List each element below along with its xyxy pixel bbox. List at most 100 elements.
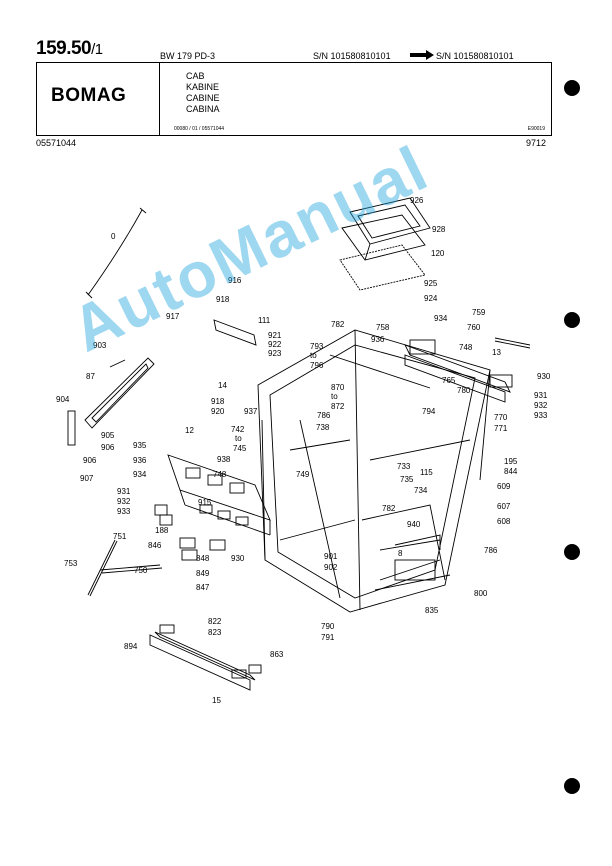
callout-label: 863 bbox=[270, 650, 284, 659]
callout-label: 902 bbox=[324, 563, 338, 572]
callout-label: 111 bbox=[258, 316, 271, 325]
title-es: CABINA bbox=[186, 104, 220, 114]
callout-label: 930 bbox=[537, 372, 551, 381]
callout-label: 930 bbox=[231, 554, 245, 563]
callout-label: 780 bbox=[457, 386, 471, 395]
callout-label: 748 bbox=[459, 343, 473, 352]
callout-label: 906 bbox=[83, 456, 97, 465]
callout-label: 120 bbox=[431, 249, 445, 258]
callout-label: 915 bbox=[198, 498, 212, 507]
callout-label: 793 bbox=[310, 342, 324, 351]
callout-label: 917 bbox=[166, 312, 180, 321]
callout-label: 607 bbox=[497, 502, 511, 511]
title-de: KABINE bbox=[186, 82, 220, 92]
callout-label: 931 bbox=[117, 487, 131, 496]
callout-label: 907 bbox=[80, 474, 94, 483]
callout-label: 790 bbox=[321, 622, 335, 631]
binder-hole bbox=[564, 312, 580, 328]
callout-label: 608 bbox=[497, 517, 511, 526]
callout-label: 742 bbox=[231, 425, 245, 434]
callout-label: 934 bbox=[133, 470, 147, 479]
callout-label: 937 bbox=[244, 407, 258, 416]
brand-logo: BOMAG bbox=[51, 85, 127, 106]
callout-label: 770 bbox=[494, 413, 508, 422]
callout-label: 609 bbox=[497, 482, 511, 491]
callout-label: 794 bbox=[422, 407, 436, 416]
callout-label: 188 bbox=[155, 526, 169, 535]
callout-label: 14 bbox=[218, 381, 227, 390]
section-titles: CAB KABINE CABINE CABINA bbox=[186, 71, 220, 115]
callout-label: 933 bbox=[117, 507, 131, 516]
binder-hole bbox=[564, 80, 580, 96]
callout-label: 928 bbox=[432, 225, 446, 234]
callout-label: 835 bbox=[425, 606, 439, 615]
callout-label: 749 bbox=[296, 470, 310, 479]
callout-label: 791 bbox=[321, 633, 335, 642]
callout-label: 750 bbox=[134, 566, 148, 575]
callout-label: to bbox=[235, 434, 242, 443]
callout-label: 0 bbox=[111, 232, 116, 241]
callout-label: 904 bbox=[56, 395, 70, 404]
title-en: CAB bbox=[186, 71, 205, 81]
callout-label: 933 bbox=[534, 411, 548, 420]
page-number: 159.50/1 bbox=[36, 38, 103, 59]
callout-label: 734 bbox=[414, 486, 428, 495]
callout-label: 922 bbox=[268, 340, 282, 349]
document-reference: 00080 / 01 / 05571044 bbox=[174, 126, 225, 132]
callout-label: 745 bbox=[233, 444, 247, 453]
callout-label: 923 bbox=[268, 349, 282, 358]
callout-label: 918 bbox=[216, 295, 230, 304]
callout-label: 735 bbox=[400, 475, 414, 484]
callout-label: 13 bbox=[492, 348, 501, 357]
callout-label: 903 bbox=[93, 341, 107, 350]
callout-label: 15 bbox=[212, 696, 221, 705]
callout-label: 938 bbox=[217, 455, 231, 464]
callout-label: 115 bbox=[420, 468, 433, 477]
callout-label: 924 bbox=[424, 294, 438, 303]
callout-label: 925 bbox=[424, 279, 438, 288]
callout-label: to bbox=[331, 392, 338, 401]
callout-label: 786 bbox=[317, 411, 331, 420]
cab-frame-drawing bbox=[67, 197, 531, 691]
callout-label: 758 bbox=[376, 323, 390, 332]
callout-label: 822 bbox=[208, 617, 222, 626]
callout-label: 8 bbox=[398, 549, 403, 558]
callout-label: 920 bbox=[211, 407, 225, 416]
serial-to: S/N 101580810101 bbox=[436, 51, 514, 61]
callout-label: 940 bbox=[407, 520, 421, 529]
callout-label: 782 bbox=[382, 504, 396, 513]
date-code: 9712 bbox=[526, 138, 547, 148]
callout-label: 901 bbox=[324, 552, 338, 561]
callout-label: 918 bbox=[211, 397, 225, 406]
callout-label: 847 bbox=[196, 583, 210, 592]
binder-hole bbox=[564, 544, 580, 560]
callout-label: 916 bbox=[228, 276, 242, 285]
serial-range-arrow-icon bbox=[410, 50, 434, 60]
drawing-code: E90019 bbox=[527, 126, 545, 132]
callout-label: 12 bbox=[185, 426, 194, 435]
callout-label: 872 bbox=[331, 402, 345, 411]
callout-label: 846 bbox=[148, 541, 162, 550]
callout-label: 906 bbox=[101, 443, 115, 452]
callout-label: 760 bbox=[467, 323, 481, 332]
header-box: BOMAG CAB KABINE CABINE CABINA 00080 / 0… bbox=[36, 62, 552, 136]
callout-label: 894 bbox=[124, 642, 138, 651]
callout-label: 823 bbox=[208, 628, 222, 637]
callout-label: 905 bbox=[101, 431, 115, 440]
callout-label: 733 bbox=[397, 462, 411, 471]
callout-label: 759 bbox=[472, 308, 486, 317]
binder-hole bbox=[564, 778, 580, 794]
callout-label: 932 bbox=[117, 497, 131, 506]
callout-label: 800 bbox=[474, 589, 488, 598]
callout-label: 87 bbox=[86, 372, 95, 381]
callout-label: 934 bbox=[434, 314, 448, 323]
serial-from: S/N 101580810101 bbox=[313, 51, 391, 61]
callout-label: 936 bbox=[371, 335, 385, 344]
callout-label: 738 bbox=[316, 423, 330, 432]
callout-label: to bbox=[310, 351, 317, 360]
callout-label: 748 bbox=[213, 470, 227, 479]
callout-label: 921 bbox=[268, 331, 282, 340]
part-number: 05571044 bbox=[36, 138, 77, 148]
